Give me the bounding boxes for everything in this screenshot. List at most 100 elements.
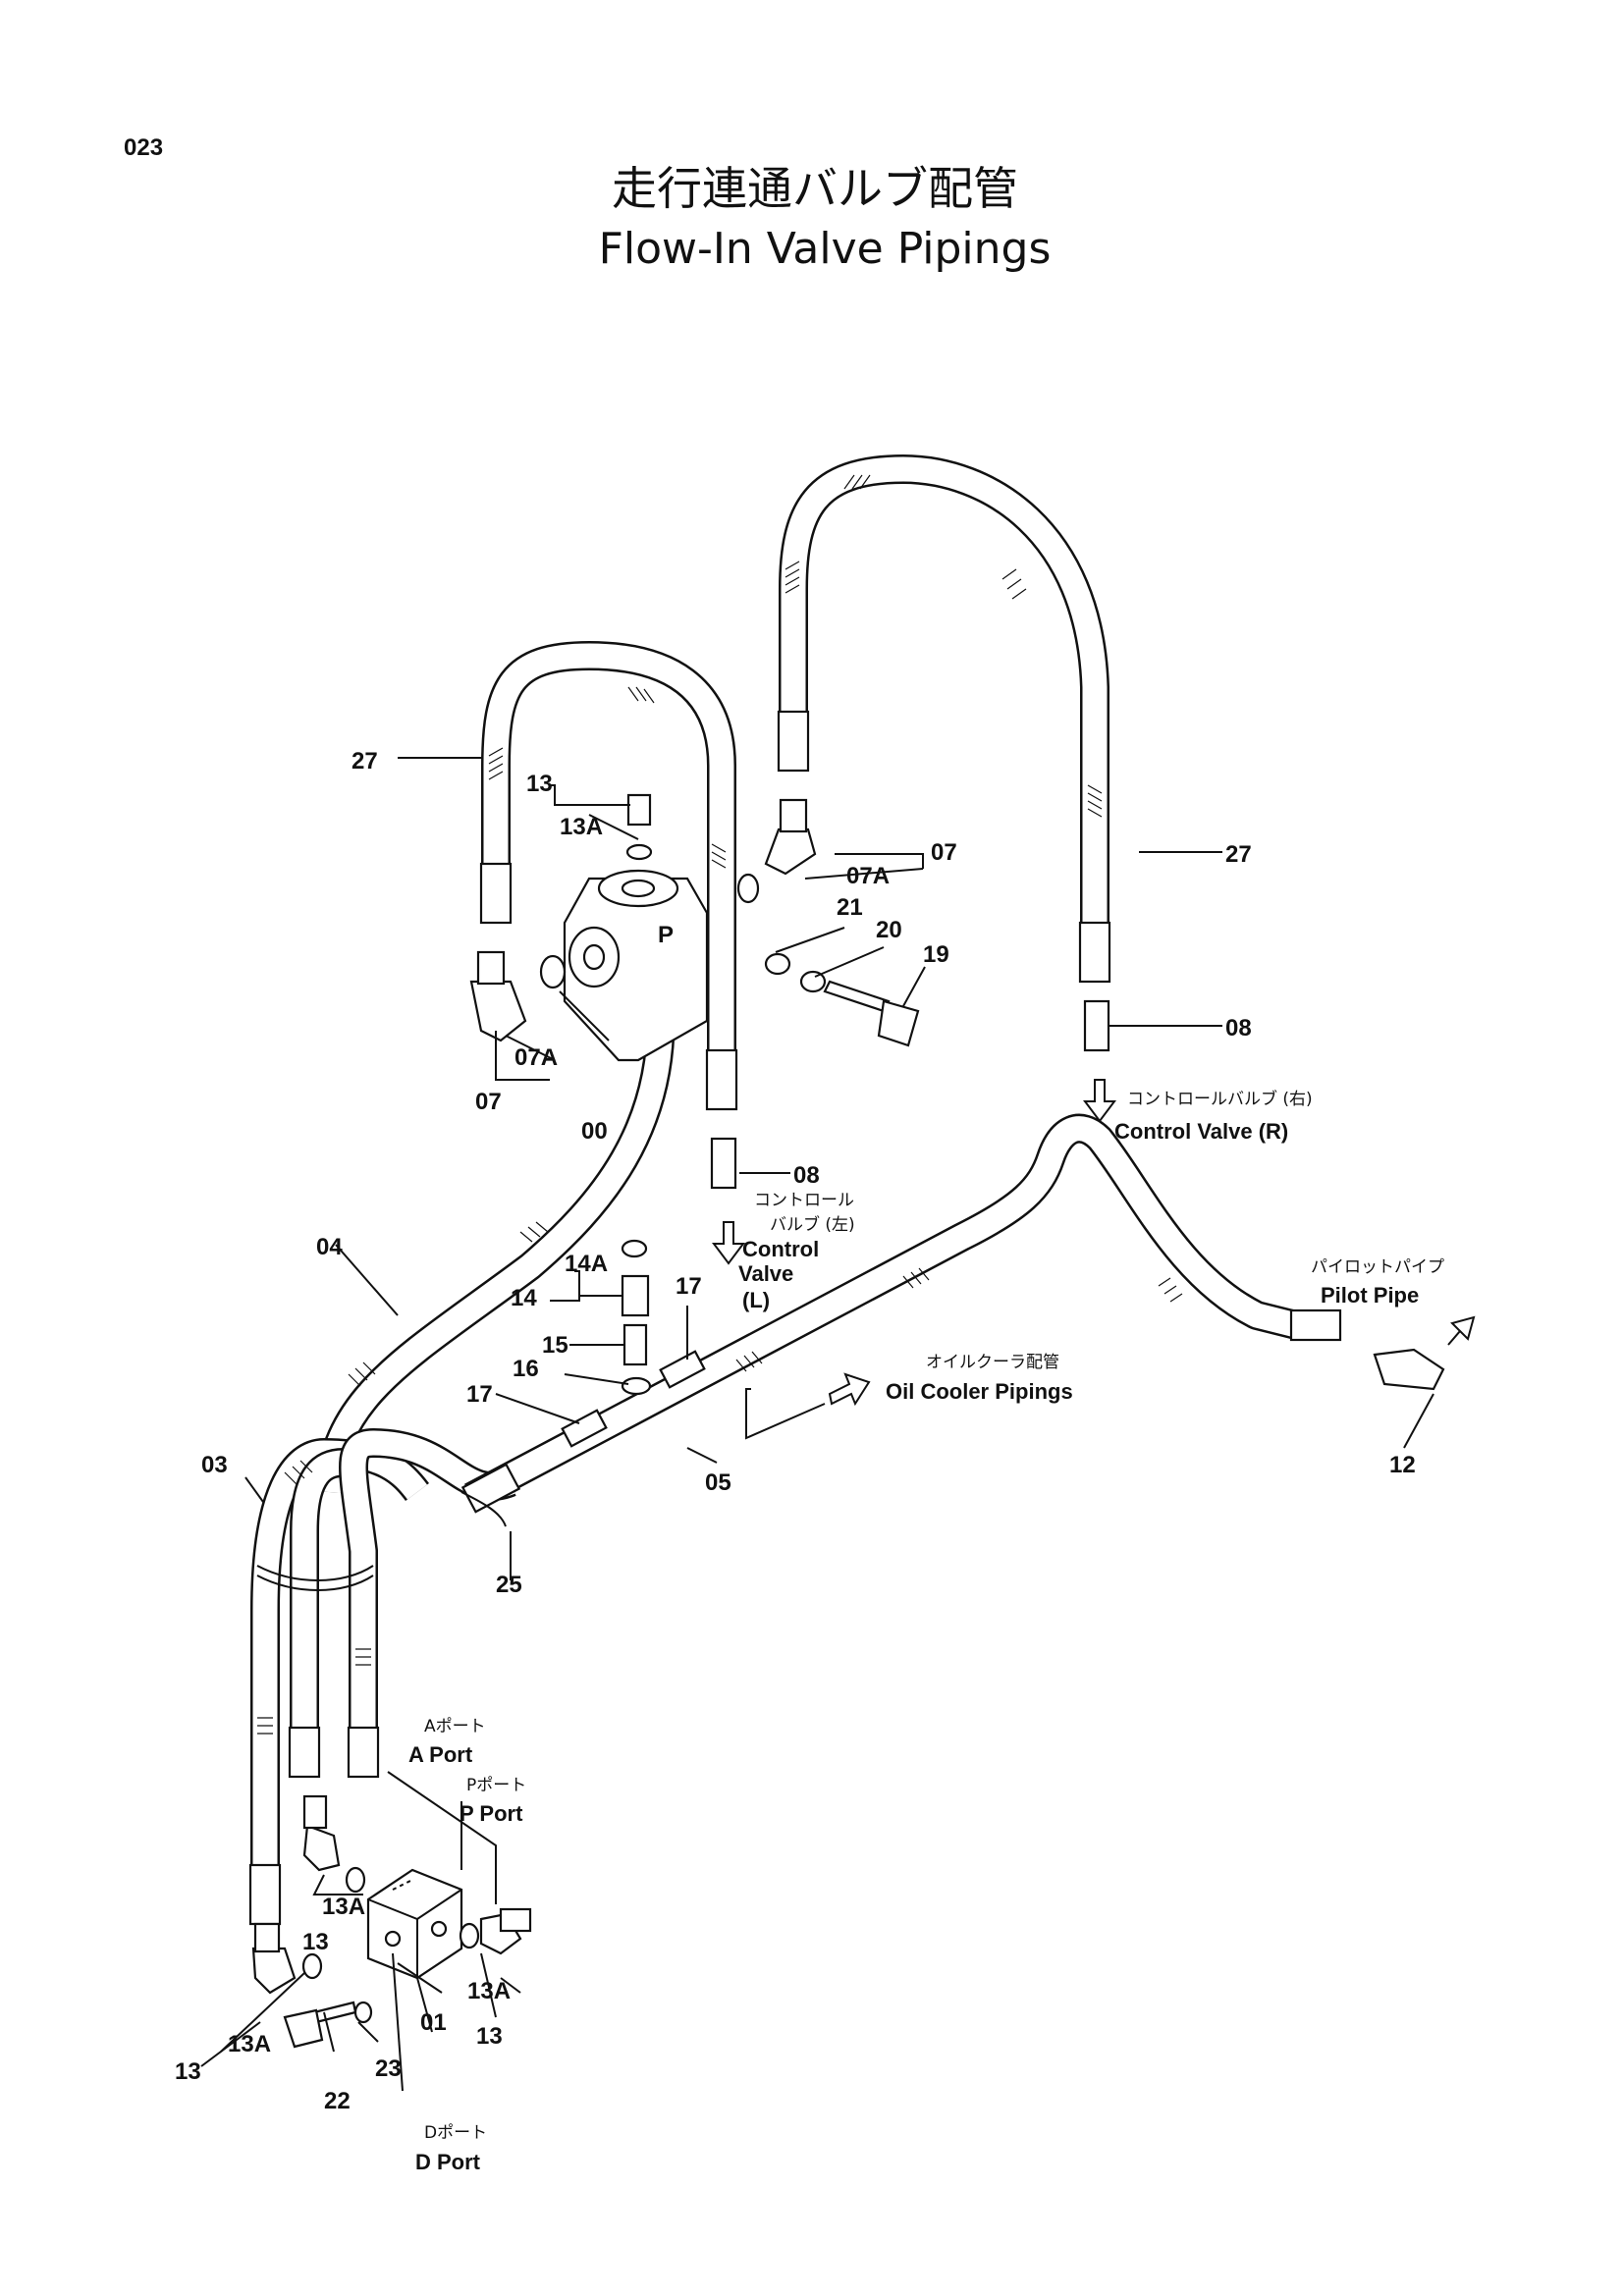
label-21: 21 xyxy=(837,894,863,921)
label-08-left: 08 xyxy=(793,1162,820,1189)
oring-13A-top xyxy=(625,843,653,861)
label-00: 00 xyxy=(581,1118,608,1145)
title-japanese: 走行連通バルブ配管 xyxy=(612,162,1018,215)
label-07-top: 07 xyxy=(931,839,957,866)
ferrule-27-left-b xyxy=(705,1048,738,1111)
label-13-b: 13 xyxy=(476,2023,503,2050)
label-14: 14 xyxy=(511,1285,537,1311)
flow-in-valve-block-00: P xyxy=(563,869,709,1062)
callout-d-port-en: D Port xyxy=(415,2150,481,2174)
label-08-right: 08 xyxy=(1225,1015,1252,1041)
label-01: 01 xyxy=(420,2009,447,2036)
hose-27-left xyxy=(481,641,736,1080)
adapter-08-left xyxy=(710,1137,737,1190)
callout-control-valve-l-en3: (L) xyxy=(742,1288,770,1312)
part-labels: 27 27 13 13A 07 07A 21 20 19 07A 07 00 0… xyxy=(175,748,1416,2114)
fitting-17-b xyxy=(561,1409,608,1448)
arrow-pilot-pipe xyxy=(1447,1315,1476,1346)
elbow-07-top xyxy=(764,798,817,876)
callout-control-valve-l-jp2: バルブ (左) xyxy=(770,1214,855,1235)
arrow-oil-cooler xyxy=(828,1372,871,1407)
label-13A-top: 13A xyxy=(560,814,603,840)
port-block-01 xyxy=(366,1868,463,1980)
leader-lines xyxy=(200,757,1434,2092)
callout-control-valve-l-jp1: コントロール xyxy=(754,1191,854,1210)
washer-21 xyxy=(764,952,791,976)
title-english: Flow-In Valve Pipings xyxy=(599,224,1052,274)
ferrule-03-a xyxy=(248,1863,282,1926)
label-13-a: 13 xyxy=(302,1929,329,1955)
label-14A: 14A xyxy=(565,1251,608,1277)
fitting-17-a xyxy=(659,1350,706,1389)
callout-control-valve-l-en2: Valve xyxy=(738,1261,793,1286)
oring-07A-left xyxy=(539,954,567,989)
label-15: 15 xyxy=(542,1332,568,1359)
callouts: コントロールバルブ (右) Control Valve (R) コントロール バ… xyxy=(408,1089,1444,2174)
fitting-15 xyxy=(622,1323,648,1366)
hose-braid-marks xyxy=(257,474,1183,1735)
label-13A-b: 13A xyxy=(467,1978,511,2004)
label-17-a: 17 xyxy=(676,1273,702,1300)
hose-27-right xyxy=(779,454,1109,982)
label-05: 05 xyxy=(705,1469,731,1496)
label-04: 04 xyxy=(316,1234,343,1260)
ferrule-27-right-a xyxy=(777,710,810,773)
arrow-control-valve-r xyxy=(1083,1079,1116,1123)
label-13-c: 13 xyxy=(175,2058,201,2085)
label-13A-c: 13A xyxy=(228,2031,271,2057)
oring-13A-b xyxy=(459,1922,480,1949)
valve-port-p-mark: P xyxy=(658,922,674,948)
oring-07A-top xyxy=(736,873,760,904)
callout-p-port-en: P Port xyxy=(460,1801,523,1826)
ferrule-27-right-b xyxy=(1078,921,1111,984)
ferrule-03-b xyxy=(288,1726,321,1779)
callout-control-valve-r-en: Control Valve (R) xyxy=(1114,1119,1288,1144)
label-13A-a: 13A xyxy=(322,1894,365,1920)
label-03: 03 xyxy=(201,1452,228,1478)
label-20: 20 xyxy=(876,917,902,943)
washer-20 xyxy=(799,970,827,993)
callout-a-port-en: A Port xyxy=(408,1742,473,1767)
label-19: 19 xyxy=(923,941,949,968)
ferrule-05-end xyxy=(1289,1308,1342,1342)
callout-a-port-jp: Aポート xyxy=(424,1717,486,1736)
oring-14A xyxy=(621,1239,648,1258)
ferrule-03-c xyxy=(347,1726,380,1779)
oring-13A-c xyxy=(301,1952,323,1980)
callout-pilot-pipe-en: Pilot Pipe xyxy=(1321,1283,1419,1308)
adapter-08-right xyxy=(1083,999,1110,1052)
ferrule-27-left-a xyxy=(479,862,513,925)
label-07A-left: 07A xyxy=(514,1044,558,1071)
label-12: 12 xyxy=(1389,1452,1416,1478)
part-16 xyxy=(621,1376,652,1396)
clamp-band xyxy=(256,1575,374,1591)
label-22: 22 xyxy=(324,2088,351,2114)
label-13-top: 13 xyxy=(526,771,553,797)
hose-03 xyxy=(250,1428,516,1924)
bolt-19 xyxy=(823,980,920,1047)
callout-oil-cooler-jp: オイルクーラ配管 xyxy=(926,1353,1059,1372)
label-07-left: 07 xyxy=(475,1089,502,1115)
clamp-25 xyxy=(460,1491,507,1527)
elbow-12 xyxy=(1373,1348,1445,1391)
page-number: 023 xyxy=(124,134,163,161)
label-27-left: 27 xyxy=(352,748,378,774)
fitting-14 xyxy=(621,1274,650,1317)
fitting-13-top xyxy=(626,793,652,827)
callout-control-valve-r-jp: コントロールバルブ (右) xyxy=(1127,1089,1313,1109)
callout-control-valve-l-en1: Control xyxy=(742,1237,819,1261)
label-16: 16 xyxy=(513,1356,539,1382)
label-17-b: 17 xyxy=(466,1381,493,1408)
oring-13A-a xyxy=(345,1866,366,1894)
hose-04 xyxy=(314,1000,676,1494)
callout-d-port-jp: Dポート xyxy=(424,2123,487,2143)
label-25: 25 xyxy=(496,1572,522,1598)
label-07A-top: 07A xyxy=(846,863,890,889)
elbow-07-left xyxy=(469,950,527,1042)
arrow-control-valve-l xyxy=(712,1221,745,1265)
label-27-right: 27 xyxy=(1225,841,1252,868)
washer-23 xyxy=(353,2001,373,2024)
callout-p-port-jp: Pポート xyxy=(466,1776,526,1795)
elbows-13-lower xyxy=(251,1794,532,1995)
